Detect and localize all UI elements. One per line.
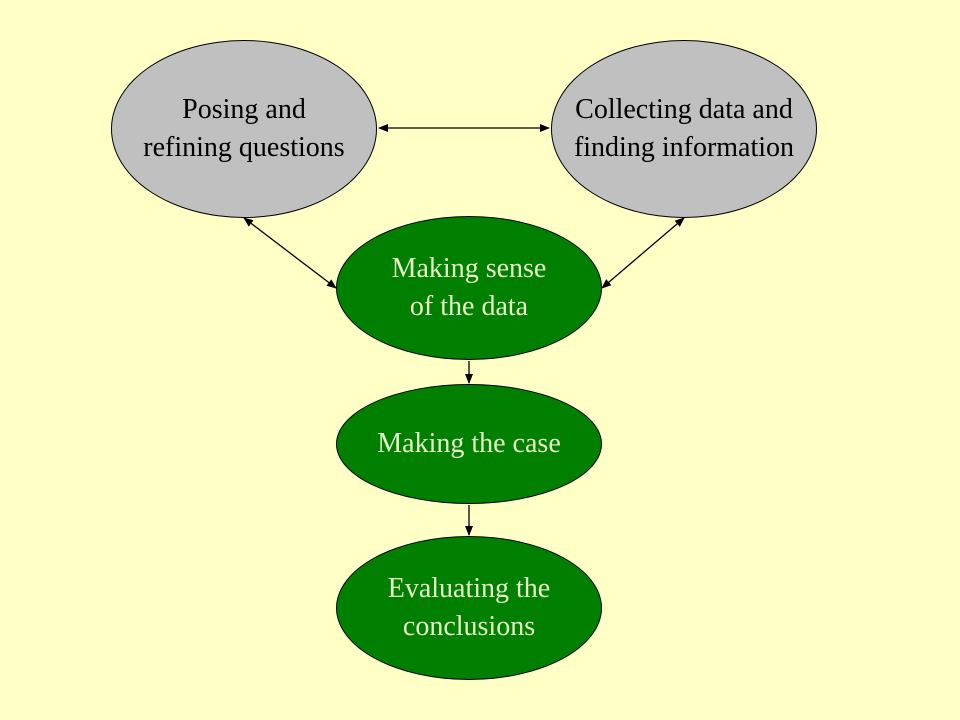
node-label-line: Making the case (377, 428, 561, 459)
node-label-line: finding information (573, 132, 795, 163)
node-evaluating-conclusions: Evaluating the conclusions (336, 536, 602, 680)
node-label-line: Collecting data and (575, 94, 793, 125)
node-label-line: Posing and (182, 94, 306, 125)
node-making-case: Making the case (336, 384, 602, 504)
node-label-line: conclusions (402, 611, 536, 642)
node-label-line: refining questions (143, 132, 345, 163)
node-making-sense: Making sense of the data (336, 216, 602, 360)
edge-collecting-sense (601, 217, 685, 289)
node-posing-questions: Posing and refining questions (111, 40, 377, 218)
edge-posing-sense (243, 217, 337, 289)
node-label-line: Evaluating the (387, 573, 551, 604)
node-label-line: of the data (409, 291, 529, 322)
node-collecting-data: Collecting data and finding information (551, 40, 817, 218)
node-label-line: Making sense (391, 253, 547, 284)
